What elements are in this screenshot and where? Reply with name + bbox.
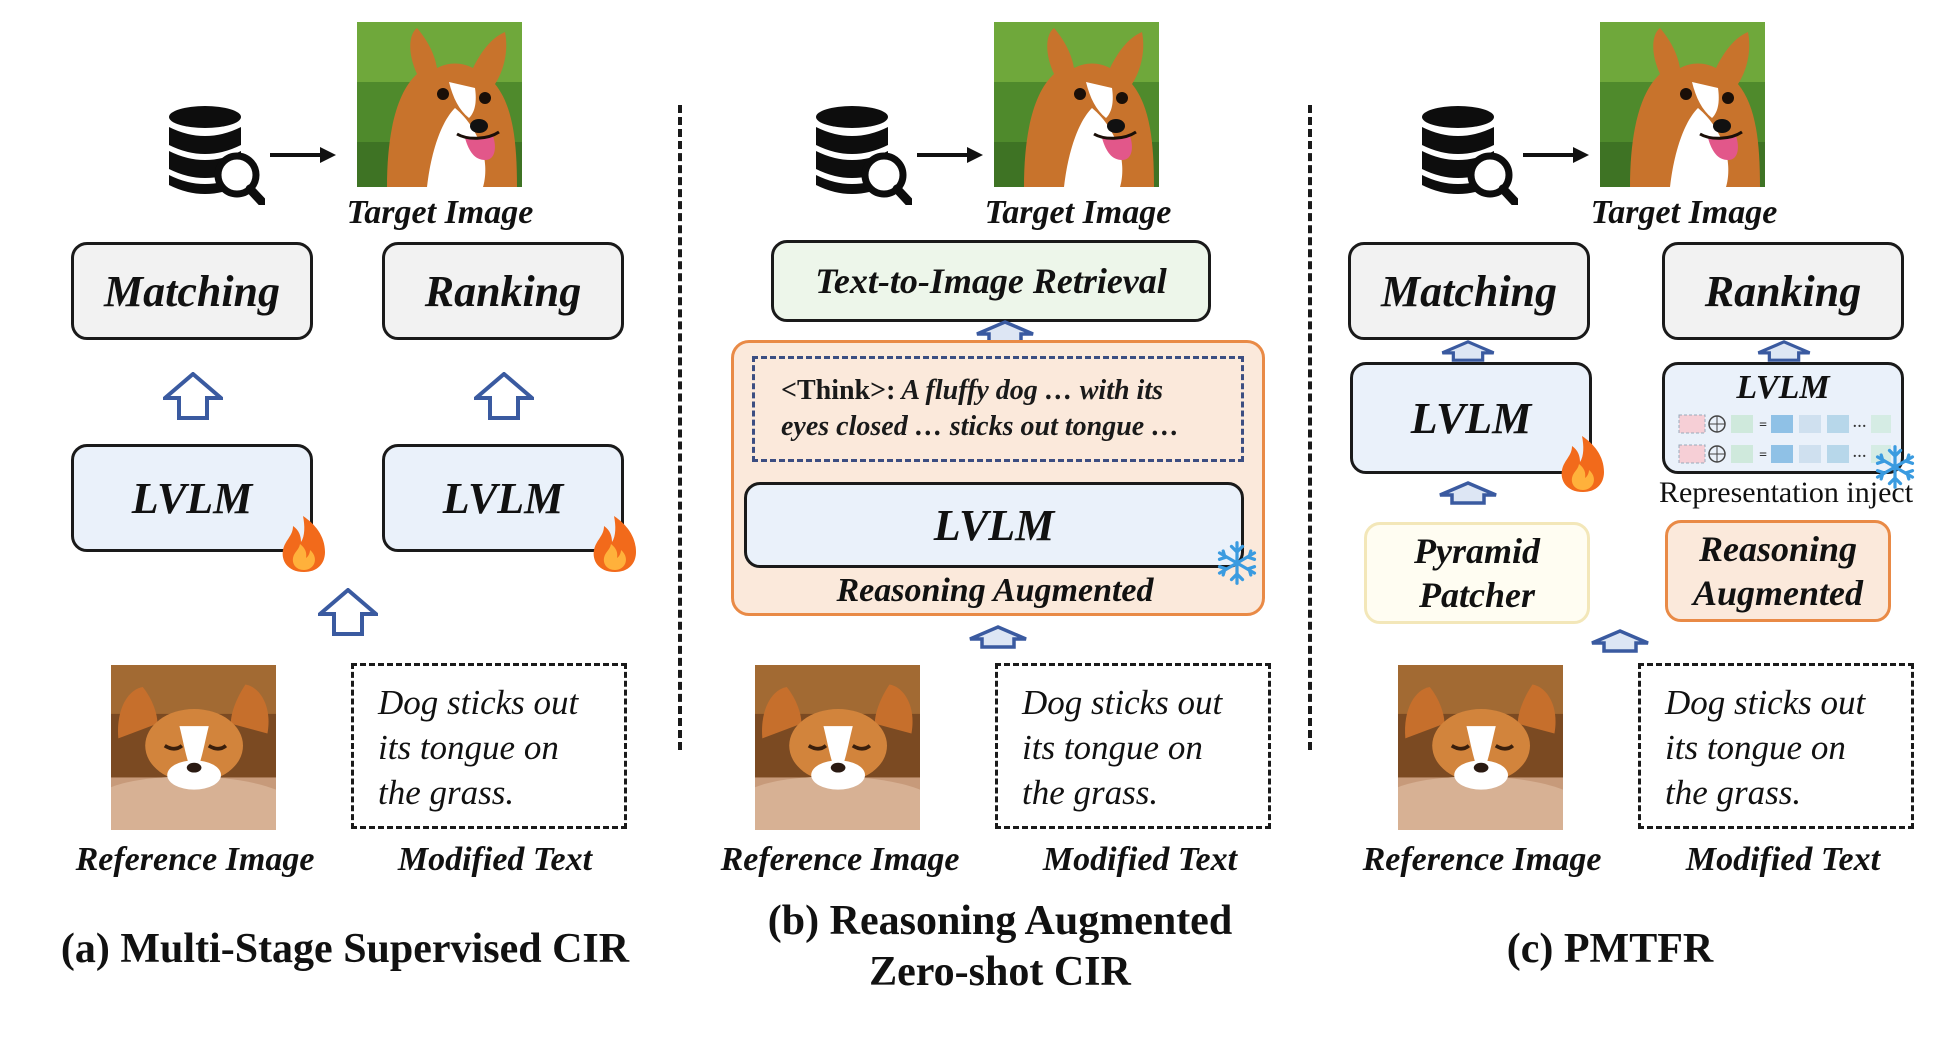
panel-b-caption-line-1: (b) Reasoning Augmented [767,898,1233,944]
modified-text-box: Dog sticks out its tongue on the grass. [995,663,1271,829]
modified-text-label: Modified Text [397,841,593,878]
pyramid-patcher-box: Pyramid Patcher [1364,522,1590,624]
think-text-1: A fluffy dog … with its [901,375,1164,406]
reference-image [111,665,276,830]
hollow-up-arrow-icon [1438,340,1498,362]
reference-image [1398,665,1563,830]
panel-a-caption: (a) Multi-Stage Supervised CIR [60,926,630,972]
modified-text-box: Dog sticks out its tongue on the grass. [351,663,627,829]
hollow-up-arrow-icon [968,622,1028,652]
matching-box: Matching [1348,242,1590,340]
hollow-up-arrow-icon [1754,340,1814,362]
token-row: = … [1678,414,1891,434]
ranking-label: Ranking [1704,266,1862,316]
matching-box: Matching [71,242,313,340]
reference-image [755,665,920,830]
hollow-up-arrow-icon [318,588,378,636]
target-image [1600,22,1765,187]
reasoning-augmented-box: Reasoning Augmented [1665,520,1891,622]
modified-text-line: the grass. [1665,773,1802,812]
target-image-label: Target Image [1590,194,1778,231]
reference-image-label: Reference Image [1362,841,1602,878]
text-to-image-retrieval-box: Text-to-Image Retrieval [771,240,1211,322]
database-search-icon [1418,105,1518,205]
target-image-label: Target Image [346,194,534,231]
svg-text:…: … [1853,416,1867,431]
panel-divider [1308,105,1312,750]
database-search-icon [812,105,912,205]
ranking-box: Ranking [382,242,624,340]
ranking-label: Ranking [424,266,582,316]
modified-text-label: Modified Text [1042,841,1238,878]
lvlm-box-right: LVLM = … = … [1662,362,1904,474]
ranking-box: Ranking [1662,242,1904,340]
reference-image-label: Reference Image [720,841,960,878]
flame-icon [590,514,640,574]
reasoning-label-line: Reasoning [1698,529,1858,569]
panel-c-caption: (c) PMTFR [1506,926,1714,972]
modified-text-box: Dog sticks out its tongue on the grass. [1638,663,1914,829]
modified-text-line: the grass. [378,773,515,812]
panel-divider [678,105,682,750]
matching-label: Matching [103,266,281,316]
svg-text:…: … [1853,446,1867,461]
token-row: = … [1678,444,1891,464]
lvlm-label: LVLM [131,473,253,523]
lvlm-label: LVLM [1736,369,1830,406]
snowflake-icon [1214,540,1260,586]
think-box: <Think>: A fluffy dog … with its eyes cl… [752,356,1244,462]
modified-text-line: Dog sticks out [1022,683,1223,722]
lvlm-box-left: LVLM [71,444,313,552]
lvlm-box-right: LVLM [382,444,624,552]
target-image [994,22,1159,187]
modified-text-line: the grass. [1022,773,1159,812]
retrieval-label: Text-to-Image Retrieval [815,261,1167,301]
panel-b-caption-line-2: Zero-shot CIR [869,949,1131,995]
lvlm-label: LVLM [933,500,1055,550]
database-search-icon [165,105,265,205]
lvlm-box: LVLM [744,482,1244,568]
modified-text-line: Dog sticks out [378,683,579,722]
token-embedding-rows: = … = … [1678,414,1891,464]
modified-text-line: its tongue on [1665,728,1846,767]
think-line-1: <Think>: A fluffy dog … with its [781,373,1241,409]
arrow-right-icon [917,147,983,163]
lvlm-label: LVLM [1410,393,1532,443]
modified-text-line: its tongue on [378,728,559,767]
hollow-up-arrow-icon [163,372,223,420]
arrow-right-icon [1523,147,1589,163]
svg-text:=: = [1759,448,1767,463]
reference-image-label: Reference Image [75,841,315,878]
reasoning-augmented-label: Reasoning Augmented [836,572,1154,609]
arrow-right-icon [270,147,336,163]
think-tag: <Think>: [781,375,896,406]
modified-text-line: Dog sticks out [1665,683,1866,722]
panel-b-caption: (b) Reasoning Augmented Zero-shot CIR [680,896,1320,998]
matching-label: Matching [1380,266,1558,316]
think-text-2: eyes closed … sticks out tongue … [781,411,1180,442]
hollow-up-arrow-icon [1590,626,1650,656]
target-image [357,22,522,187]
lvlm-label: LVLM [442,473,564,523]
flame-icon [279,514,329,574]
pyramid-label-line: Patcher [1419,575,1535,615]
modified-text-label: Modified Text [1685,841,1881,878]
target-image-label: Target Image [984,194,1172,231]
svg-text:=: = [1759,418,1767,433]
pyramid-label-line: Pyramid [1414,531,1540,571]
modified-text-line: its tongue on [1022,728,1203,767]
flame-icon [1558,434,1608,494]
representation-inject-label: Representation inject [1658,476,1914,509]
lvlm-box-left: LVLM [1350,362,1592,474]
reasoning-label-line: Augmented [1692,573,1863,613]
hollow-up-arrow-icon [1438,478,1498,508]
hollow-up-arrow-icon [474,372,534,420]
